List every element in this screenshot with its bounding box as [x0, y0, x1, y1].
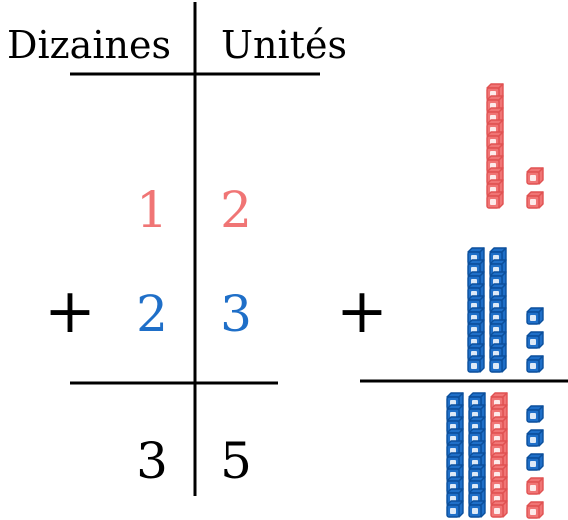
blocks-plus-sign: +: [336, 274, 388, 347]
result-tens-digit: 3: [136, 432, 168, 490]
ten-rod-red: [486, 83, 504, 209]
rod-segment: [468, 500, 486, 518]
row2-tens-digit: 2: [136, 285, 168, 343]
ten-rod-blue: [468, 392, 486, 518]
unit-cube-blue: [526, 331, 544, 349]
header-units: Unités: [221, 23, 347, 67]
row1-units-digit: 2: [220, 181, 252, 239]
unit-cube-red: [526, 501, 544, 519]
unit-cube-red: [526, 477, 544, 495]
unit-cube-red: [526, 191, 544, 209]
result-units-digit: 5: [220, 432, 252, 490]
rod-segment: [489, 355, 507, 373]
blocks-row2: [467, 247, 544, 373]
ten-rod-blue: [446, 392, 464, 518]
addition-plus-sign: +: [44, 274, 96, 347]
rod-segment: [446, 500, 464, 518]
blocks-row1: [486, 83, 544, 209]
header-tens: Dizaines: [7, 23, 171, 67]
unit-cube-blue: [526, 307, 544, 325]
ten-rod-blue: [467, 247, 485, 373]
rod-segment: [446, 440, 464, 458]
rod-segment: [486, 191, 504, 209]
row2-units-digit: 3: [220, 285, 252, 343]
blocks-result: [446, 392, 544, 519]
unit-cube-blue: [526, 405, 544, 423]
rod-segment: [490, 500, 508, 518]
unit-cube-blue: [526, 355, 544, 373]
ten-rod-blue: [489, 247, 507, 373]
rod-segment: [467, 355, 485, 373]
table-lines: [70, 2, 568, 496]
unit-cube-blue: [526, 453, 544, 471]
unit-cube-blue: [526, 429, 544, 447]
ten-rod-red: [490, 392, 508, 518]
unit-cube-red: [526, 167, 544, 185]
row1-tens-digit: 1: [136, 181, 168, 239]
